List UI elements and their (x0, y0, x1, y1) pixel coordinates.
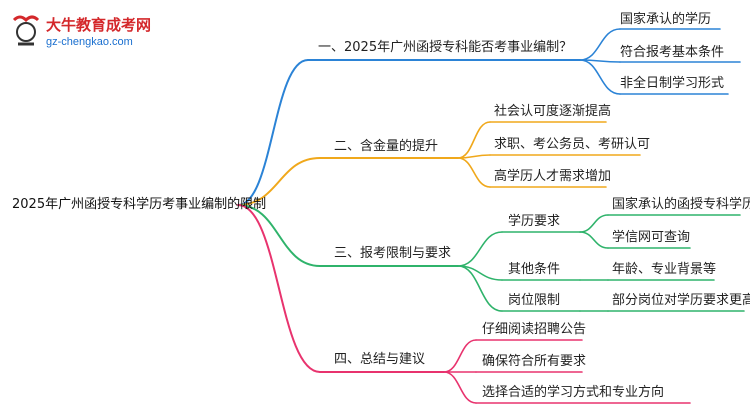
branch-2-child-2: 求职、考公务员、考研认可 (494, 137, 651, 152)
branch-3-link-3 (457, 265, 503, 312)
branch-2-child-3: 高学历人才需求增加 (494, 169, 612, 184)
branch-3-grandchild-4: 部分岗位对学历要求更高 (612, 293, 750, 308)
branch-4-link-1 (443, 339, 477, 373)
branch-4-child-2: 确保符合所有要求 (482, 354, 587, 369)
branch-3-grandchild-2: 学信网可查询 (612, 230, 691, 245)
logo-title: 大牛教育成考网 (46, 16, 152, 34)
branch-4-label: 四、总结与建议 (334, 352, 426, 367)
logo-url: gz-chengkao.com (46, 36, 133, 48)
branch-1-child-1: 国家承认的学历 (620, 12, 712, 27)
branch-1-link-3 (579, 59, 621, 95)
branch-3-child-3: 岗位限制 (508, 293, 561, 308)
branch-3-grandchild-3: 年龄、专业背景等 (612, 262, 717, 277)
branch-2-label: 二、含金量的提升 (334, 139, 439, 154)
branch-3-child-1: 学历要求 (508, 214, 561, 229)
root-to-branch-4 (237, 204, 321, 373)
root-to-branch-2 (237, 157, 321, 206)
branch-4-child-3: 选择合适的学习方式和专业方向 (482, 385, 665, 400)
root-to-branch-3 (237, 204, 321, 267)
branch-1-label: 一、2025年广州函授专科能否考事业编制？ (318, 40, 573, 55)
bull-logo-icon (12, 15, 40, 46)
site-logo: 大牛教育成考网 gz-chengkao.com (8, 12, 178, 56)
branch-3-link-1 (457, 231, 503, 267)
branch-3-grandlink-1 (579, 214, 609, 233)
branch-1-link-1 (579, 28, 621, 61)
branch-1-child-2: 符合报考基本条件 (620, 45, 725, 60)
root-to-branch-1 (237, 59, 309, 206)
branch-2-link-1 (457, 121, 491, 159)
branch-2-child-1: 社会认可度逐渐提高 (494, 104, 612, 119)
root-node: 2025年广州函授专科学历考事业编制的限制 (12, 197, 267, 212)
branch-4-link-3 (443, 371, 477, 404)
branch-3-child-2: 其他条件 (508, 262, 561, 277)
branch-1-child-3: 非全日制学习形式 (620, 76, 725, 91)
branch-4-child-1: 仔细阅读招聘公告 (482, 322, 587, 337)
branch-3-grandlink-2 (579, 231, 609, 249)
branch-2-link-3 (457, 157, 491, 188)
branch-3-label: 三、报考限制与要求 (334, 246, 452, 261)
branch-3-grandchild-1: 国家承认的函授专科学历 (612, 197, 750, 212)
